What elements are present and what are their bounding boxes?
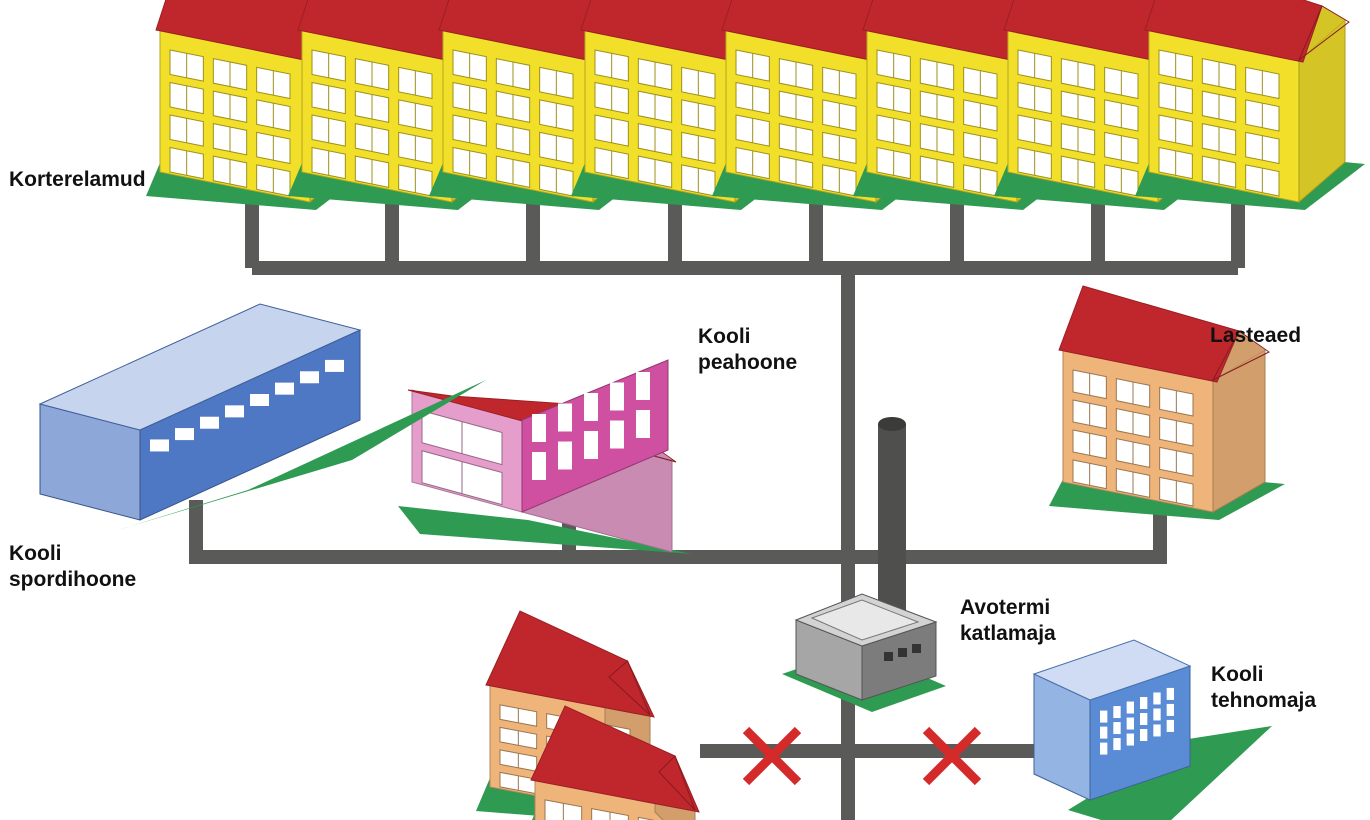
label-school-sports-hall: Kooli spordihoone: [9, 542, 137, 591]
buildings-layer: [38, 0, 1365, 820]
label-school-main-building: Kooli peahoone: [698, 325, 798, 374]
school-loop-pipe: [189, 500, 1167, 564]
residential-building-icon: [530, 705, 700, 820]
disconnect-marks: [742, 726, 982, 786]
label-school-tech-building: Kooli tehnomaja: [1211, 663, 1317, 712]
apartment-building-icon: [853, 0, 1083, 210]
label-kindergarten: Lasteaed: [1210, 324, 1302, 347]
school-main-building-side-wall: [521, 359, 669, 513]
label-apartment-buildings: Korterelamud: [9, 168, 146, 191]
kindergarten-icon: [1049, 285, 1285, 520]
apartment-building-icon: [1135, 0, 1365, 210]
sports-hall-icon: [38, 303, 486, 530]
label-boiler-house: Avotermi katlamaja: [960, 596, 1056, 645]
disconnected-x-icon: [922, 726, 982, 786]
disconnected-x-icon: [742, 726, 802, 786]
boiler-chimney: [878, 417, 906, 624]
boiler-house-icon: [782, 593, 946, 712]
tech-building-icon: [1032, 639, 1272, 820]
